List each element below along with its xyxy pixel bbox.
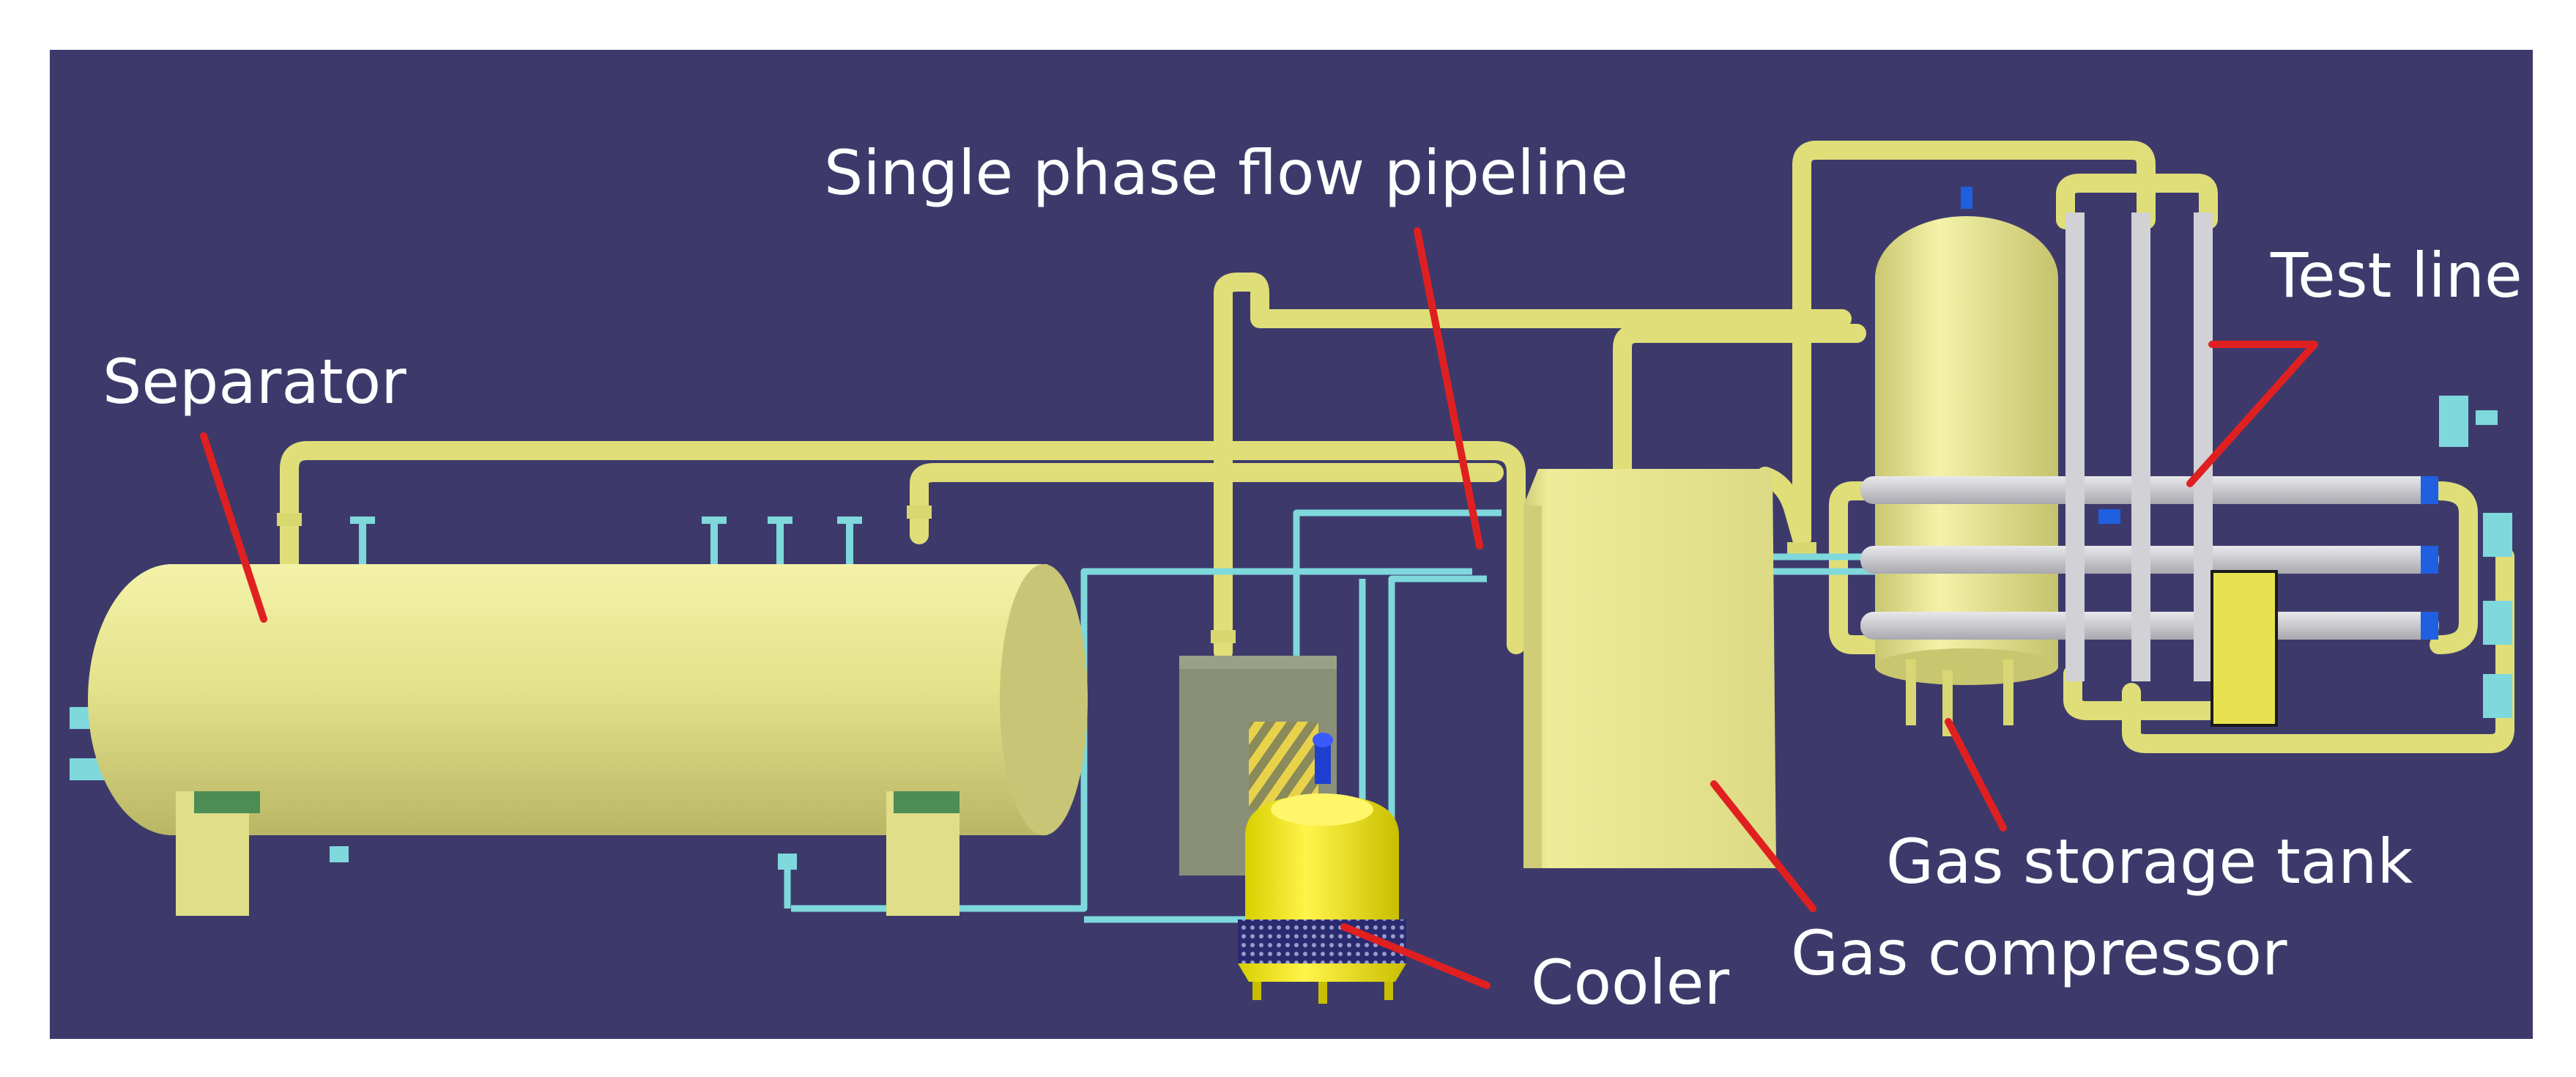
label-separator: Separator [103,346,407,418]
pipe-right-loop [2430,481,2478,654]
gas-storage-tank [1875,187,2058,736]
pointer-separator [200,432,267,623]
label-single-phase-flow-pipeline: Single phase flow pipeline [824,137,1628,209]
pipe-bottom-right [2122,547,2514,753]
test-line-skid [2211,570,2278,727]
pipe-left-loop [1829,481,1885,654]
label-test-line: Test line [2270,240,2523,311]
separator-vessel [88,517,1088,916]
pipe-bottom-test-return [2063,665,2221,720]
labels: Separator Single phase flow pipeline Tes… [103,137,2523,1018]
pipe-compressor-to-tank [1613,324,1866,486]
test-line-tubes [1860,212,2439,681]
pipe-test-loop-top [2056,174,2218,229]
pointer-gas-compressor [1710,780,1816,912]
label-cooler: Cooler [1531,947,1729,1018]
pointer-cooler [1340,923,1491,989]
gas-compressor-unit [1523,469,1776,868]
label-gas-storage-tank: Gas storage tank [1886,826,2413,898]
pipe-flanges [277,506,1816,643]
pipe-top-loop [1792,141,2156,548]
pointer-single-phase [1414,227,1483,549]
pointer-lines [200,227,2318,989]
pipe-separator-top-inner [910,463,1504,544]
pointer-gas-storage [1945,718,2007,832]
pipe-vertical-to-coil [1214,273,1852,662]
gas-pipes [280,141,2514,753]
pointer-test-line [2186,341,2318,487]
pipe-separator-top-long [280,441,1526,654]
label-gas-compressor: Gas compressor [1791,917,2287,989]
